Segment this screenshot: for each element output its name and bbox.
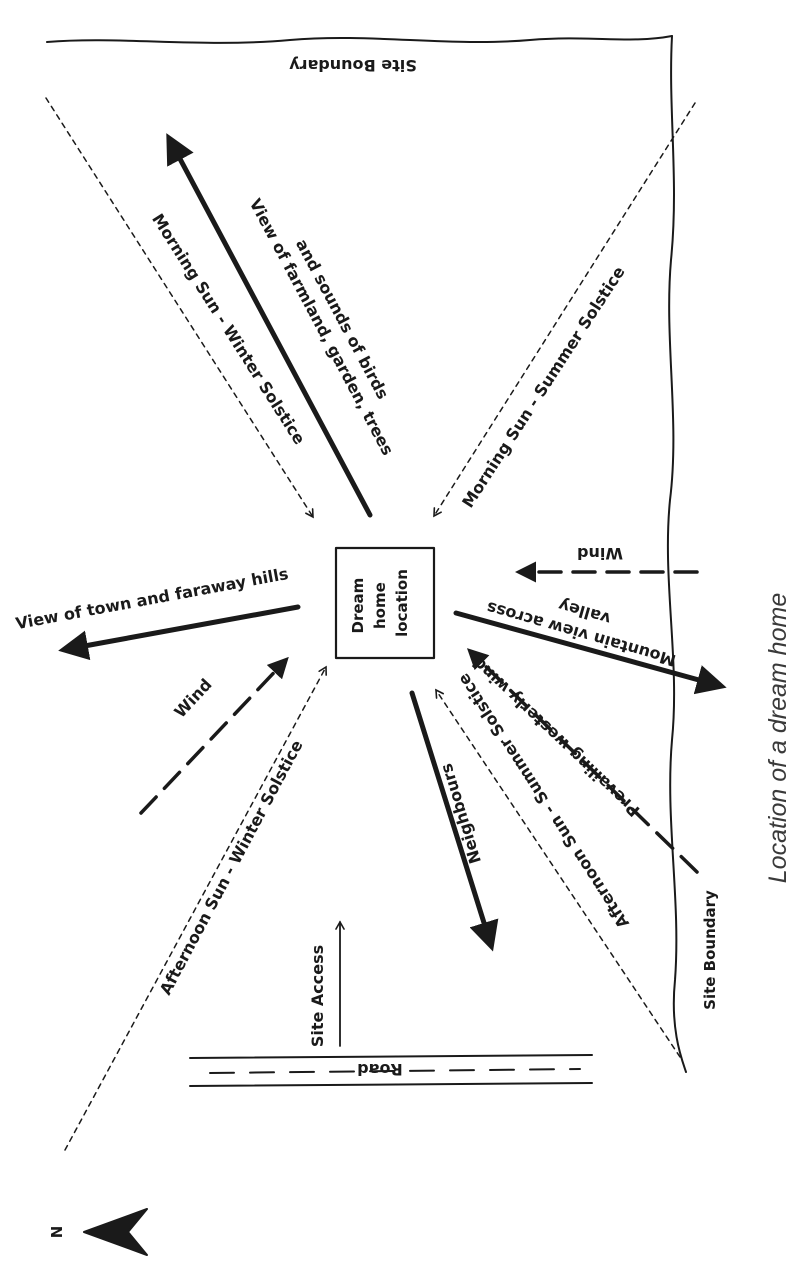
wind-west-arrow — [139, 656, 289, 815]
road-label: Road — [357, 1060, 403, 1079]
wind-west-label: Wind — [170, 675, 215, 722]
mountain-view-arrow — [453, 610, 727, 695]
road-centerline — [209, 1068, 581, 1074]
caption-location-of-dream-home: Location of a dream home — [764, 593, 792, 883]
north-label: N — [48, 1226, 66, 1239]
mountain-view-label: Mountain view across valley — [479, 575, 684, 670]
road-edge-bottom — [189, 1082, 593, 1087]
prevailing-wind-arrow — [466, 648, 699, 874]
view-farmland-label: View of farmland, garden, trees and soun… — [246, 185, 420, 463]
site-boundary-right-label: Site Boundary — [701, 890, 719, 1010]
morning-sun-summer-arrow — [433, 102, 696, 518]
view-town-arrow — [58, 604, 301, 661]
road-edge-top — [189, 1054, 593, 1059]
north-arrow-icon — [83, 1208, 148, 1256]
view-town-label: View of town and faraway hills — [14, 564, 290, 633]
site-access-label: Site Access — [308, 945, 327, 1047]
neighbours-arrow — [409, 690, 499, 952]
afternoon-sun-summer-label: Afternoon Sun - Summer Solstice — [454, 670, 633, 932]
wind-east-label: Wind — [577, 544, 623, 563]
morning-sun-winter-arrow — [45, 97, 314, 519]
dream-home-box — [334, 546, 436, 660]
dream-home-label: Dream home location — [349, 569, 411, 637]
afternoon-sun-summer-arrow — [435, 688, 681, 1058]
site-boundary-top-line — [46, 35, 673, 44]
morning-sun-summer-label: Morning Sun - Summer Solstice — [458, 263, 629, 511]
site-boundary-top-label: Site Boundary — [289, 56, 417, 75]
view-farmland-arrow — [166, 133, 373, 518]
north-arrow: N — [48, 1208, 148, 1256]
afternoon-sun-winter-arrow — [64, 665, 327, 1151]
site-boundary-right-line — [666, 35, 687, 1073]
